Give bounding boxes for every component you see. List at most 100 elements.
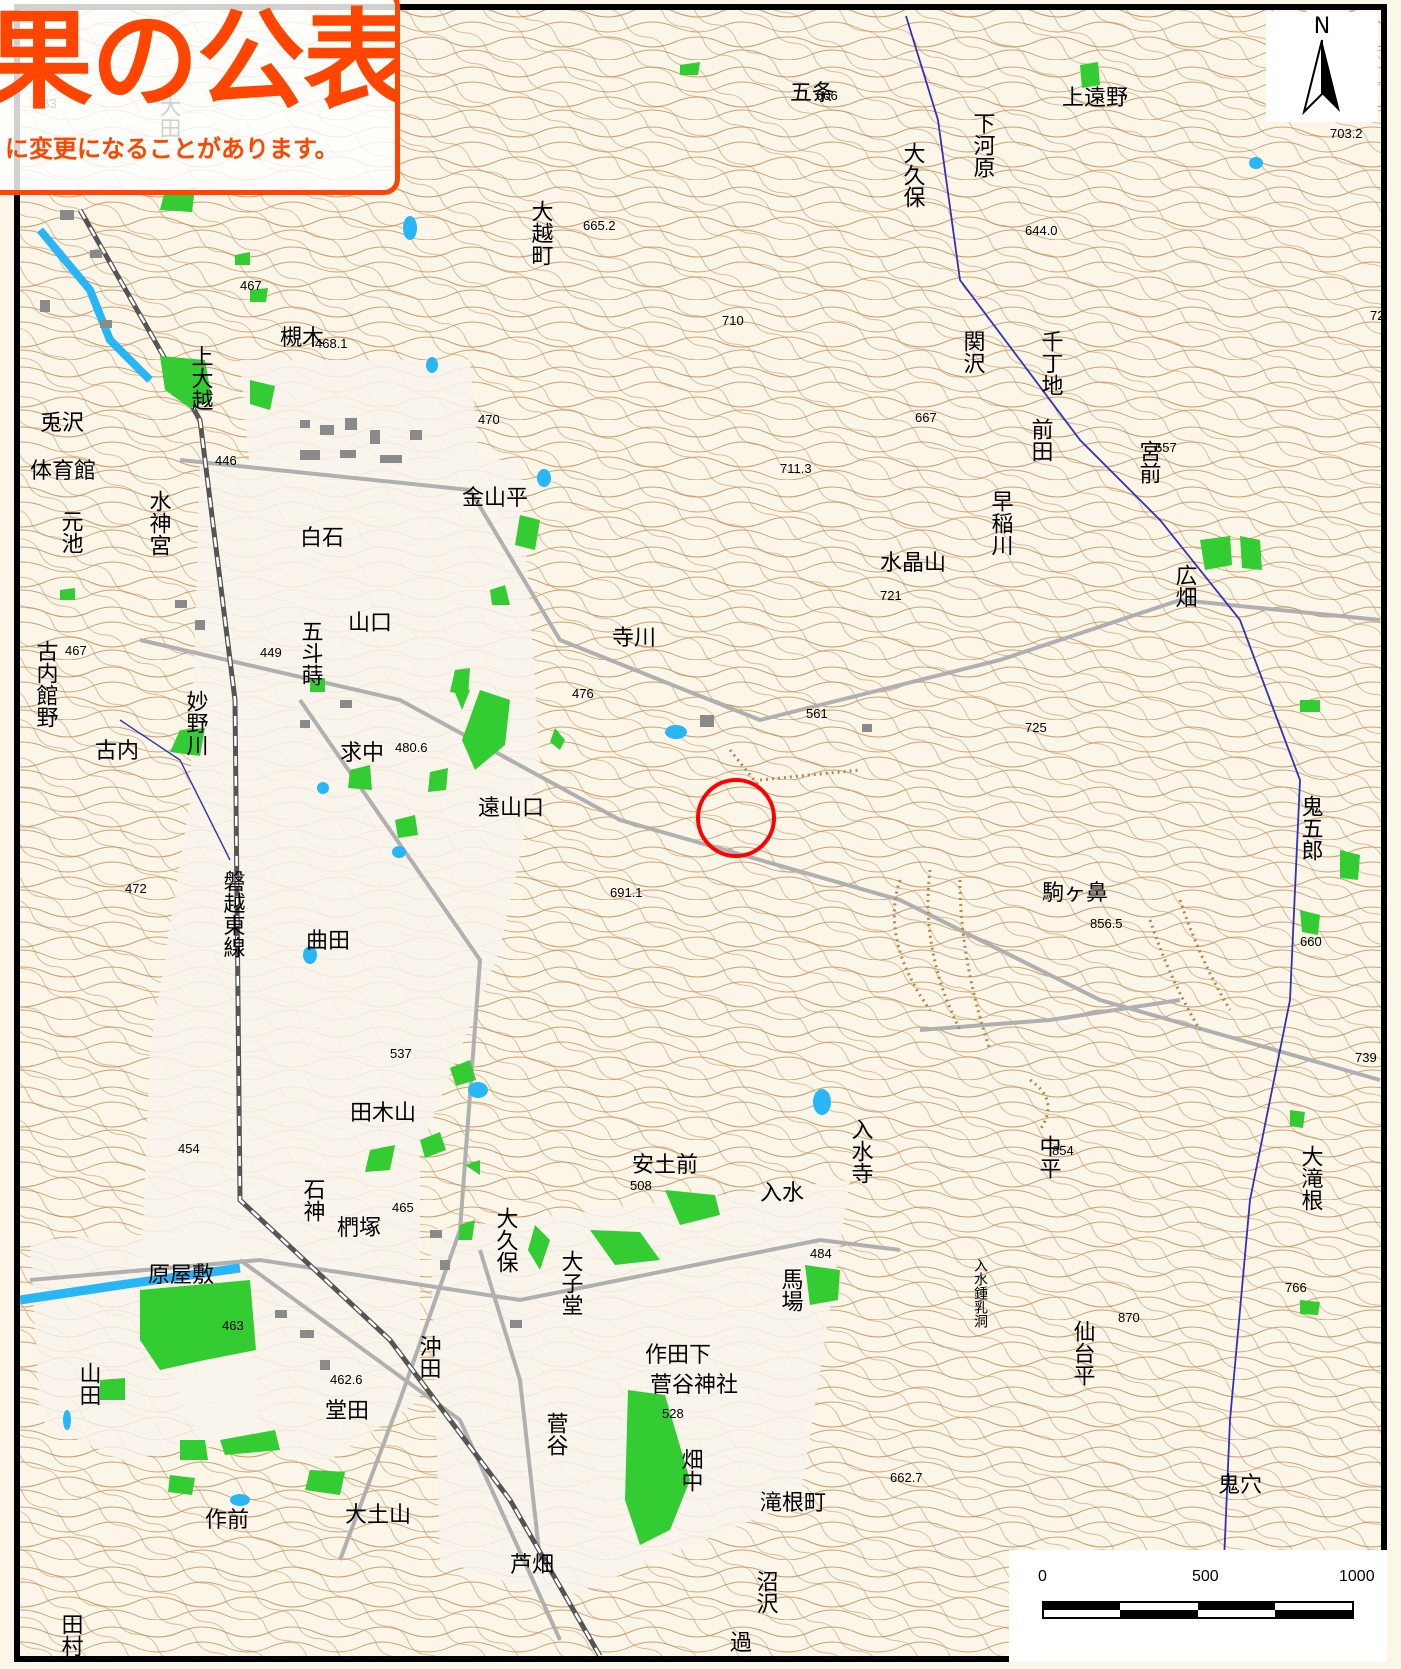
elevation-label: 721 [880, 588, 902, 603]
scale-tick-500: 500 [1192, 1568, 1219, 1585]
elevation-label: 665.2 [583, 218, 616, 233]
place-label: 槻木 [280, 326, 324, 351]
place-label: 古内館野 [33, 640, 59, 728]
elevation-label: 703.2 [1330, 126, 1363, 141]
target-location-marker[interactable] [696, 778, 776, 858]
place-label: 鬼穴 [1218, 1473, 1262, 1498]
elevation-label: 711.3 [780, 461, 812, 476]
elevation-label: 739 [1355, 1050, 1377, 1065]
north-arrow: N [1266, 12, 1378, 122]
elevation-label: 480.6 [395, 740, 428, 755]
place-label: 山口 [348, 611, 392, 636]
place-label: 中平 [1036, 1135, 1061, 1179]
scale-tick-0: 0 [1038, 1568, 1047, 1585]
elevation-label: 467 [240, 278, 262, 293]
vegetation-patches [60, 62, 1360, 1545]
place-label: 水神宮 [146, 490, 172, 556]
north-arrow-icon [1302, 39, 1340, 116]
place-label: 馬場 [778, 1268, 804, 1312]
ponds [63, 157, 1263, 1506]
place-label: 菅谷神社 [650, 1373, 738, 1398]
place-label: 原屋敷 [148, 1263, 214, 1288]
place-label: 入水鍾乳洞 [972, 1258, 988, 1328]
place-label: 下河原 [970, 112, 996, 178]
place-label: 入水 [760, 1181, 804, 1206]
notice-headline: 果の公表 [0, 0, 400, 124]
place-label: 沖田 [416, 1335, 442, 1379]
place-label: 磐越東線 [220, 870, 246, 958]
place-label: 沼沢 [753, 1570, 779, 1614]
notice-subtext: に変更になることがあります。 [5, 135, 339, 163]
place-label: 菅谷 [543, 1412, 569, 1456]
place-label: 寺川 [612, 626, 656, 651]
place-label: 畑中 [678, 1448, 704, 1492]
place-label: 大滝根 [1298, 1145, 1324, 1211]
elevation-label: 449 [260, 645, 282, 660]
place-label: 大越町 [528, 200, 554, 266]
place-label: 大土山 [345, 1503, 411, 1528]
place-label: 芦畑 [510, 1553, 554, 1578]
elevation-label: 472 [125, 881, 147, 896]
place-label: 水晶山 [880, 551, 946, 576]
elevation-label: 508 [630, 1178, 652, 1193]
place-label: 上遠野 [1062, 86, 1128, 111]
place-label: 上大越 [188, 345, 214, 411]
place-label: 椚塚 [337, 1216, 381, 1241]
place-label: 白石 [300, 526, 344, 551]
place-label: 作前 [205, 1508, 249, 1533]
elevation-label: 462.6 [330, 1372, 363, 1387]
place-label: 早稲川 [988, 490, 1014, 556]
place-label: 大久保 [493, 1207, 519, 1273]
elevation-label: 667 [915, 410, 937, 425]
place-label: 金山平 [462, 486, 528, 511]
elevation-label: 660 [1300, 934, 1322, 949]
rivers [19, 15, 1301, 1657]
settlement-blocks [40, 210, 872, 1370]
railway-line [77, 208, 603, 1658]
elevation-label: 468.1 [315, 336, 348, 351]
place-label: 大子堂 [558, 1250, 584, 1316]
elevation-label: 606 [816, 88, 838, 103]
place-label: 安土前 [632, 1153, 698, 1178]
elevation-label: 528 [662, 1406, 684, 1421]
elevation-label: 476 [572, 686, 594, 701]
elevation-label: 72 [1370, 308, 1384, 323]
place-label: 過 [730, 1631, 752, 1656]
elevation-label: 662.7 [890, 1470, 923, 1485]
elevation-label: 463 [222, 1318, 244, 1333]
place-label: 曲田 [306, 929, 350, 954]
scale-bar: 0 500 1000 [1009, 1550, 1387, 1662]
place-label: 堂田 [325, 1399, 369, 1424]
place-label: 山田 [76, 1362, 101, 1406]
scale-tick-1000: 1000 [1339, 1568, 1375, 1585]
place-label: 宮前 [1136, 440, 1161, 484]
cliff-symbols [728, 749, 1232, 1131]
place-label: 鬼五郎 [1298, 795, 1323, 861]
scale-bar-graphic [1042, 1601, 1354, 1619]
elevation-label: 870 [1118, 1310, 1140, 1325]
place-label: 関沢 [960, 330, 986, 374]
place-label: 妙野川 [183, 690, 209, 756]
notice-box: 果の公表 に変更になることがあります。 [0, 0, 400, 195]
place-label: 遠山口 [478, 796, 544, 821]
place-label: 仙台平 [1070, 1320, 1096, 1386]
place-label: 滝根町 [760, 1491, 826, 1516]
place-label: 求中 [340, 741, 384, 766]
elevation-label: 537 [390, 1046, 412, 1061]
elevation-label: 470 [478, 412, 500, 427]
elevation-label: 644.0 [1025, 223, 1058, 238]
place-label: 五斗蒔 [298, 620, 323, 686]
elevation-label: 657 [1155, 440, 1177, 455]
place-label: 千丁地 [1038, 330, 1064, 396]
place-label: 田村 [58, 1613, 84, 1657]
elevation-label: 561 [806, 706, 828, 721]
elevation-label: 454 [178, 1141, 200, 1156]
place-labels: 大田五条上遠野下河原大久保大越町槻木上大越関沢千丁地前田宮前体育館元池水神宮金山… [30, 81, 1324, 1657]
elevation-label: 446 [215, 453, 237, 468]
place-label: 田木山 [350, 1101, 416, 1126]
place-label: 入水寺 [848, 1118, 874, 1184]
place-label: 駒ヶ鼻 [1042, 881, 1108, 906]
place-label: 兎沢 [40, 411, 84, 436]
elevation-label: 725 [1025, 720, 1047, 735]
